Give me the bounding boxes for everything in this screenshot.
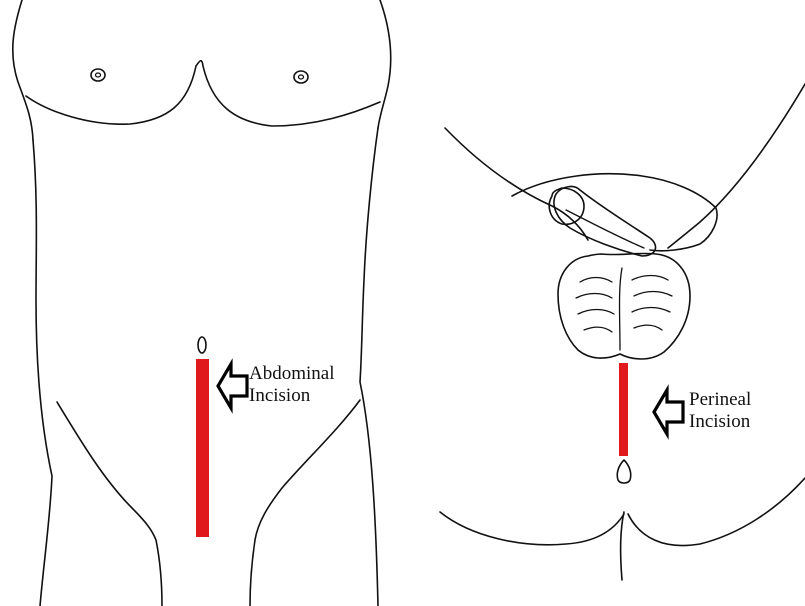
scrotal-fold xyxy=(634,292,672,297)
scrotal-fold xyxy=(632,276,668,281)
left-nipple-center xyxy=(96,73,101,77)
scrotal-fold xyxy=(632,308,670,313)
perineal-arrow-icon xyxy=(654,390,683,434)
chest-outline xyxy=(26,61,380,126)
left-groin-crease xyxy=(57,402,162,606)
right-nipple xyxy=(294,71,308,83)
scrotal-fold xyxy=(576,294,612,299)
perineal-label-line1: Perineal xyxy=(689,389,751,411)
pubic-contour xyxy=(512,174,717,251)
perineal-figure xyxy=(440,84,805,580)
right-shoulder-outline xyxy=(378,0,391,128)
scrotal-fold xyxy=(578,310,614,315)
perineal-label-line2: Incision xyxy=(689,411,751,433)
torso-figure xyxy=(13,0,391,606)
scrotal-raphe xyxy=(620,268,623,350)
perineal-incision-label: Perineal Incision xyxy=(689,389,751,433)
penis-outline xyxy=(554,187,656,256)
scrotal-fold xyxy=(634,325,662,330)
gluteal-cleft xyxy=(621,512,624,580)
abdominal-arrow-icon xyxy=(218,364,247,408)
abdominal-label-line2: Incision xyxy=(249,385,335,407)
scrotum-outline xyxy=(558,253,690,359)
penis-shaft-line xyxy=(566,210,644,248)
left-nipple xyxy=(91,69,105,81)
right-flank-outline xyxy=(360,128,378,606)
abdominal-label-line1: Abdominal xyxy=(249,363,335,385)
left-shoulder-outline xyxy=(13,0,33,140)
abdominal-incision-mark xyxy=(196,359,209,537)
abdominal-incision-label: Abdominal Incision xyxy=(249,363,335,407)
right-thigh-outline xyxy=(668,84,805,248)
buttock-contour-right xyxy=(628,478,805,546)
scrotal-fold xyxy=(580,278,612,283)
left-flank-outline xyxy=(33,140,52,606)
buttock-contour xyxy=(440,512,624,545)
umbilicus xyxy=(198,337,206,353)
anus xyxy=(617,460,631,483)
left-thigh-outline xyxy=(445,128,588,240)
scrotal-fold xyxy=(584,327,612,332)
right-nipple-center xyxy=(299,75,304,79)
perineal-incision-mark xyxy=(619,363,628,456)
right-groin-crease xyxy=(250,400,360,606)
